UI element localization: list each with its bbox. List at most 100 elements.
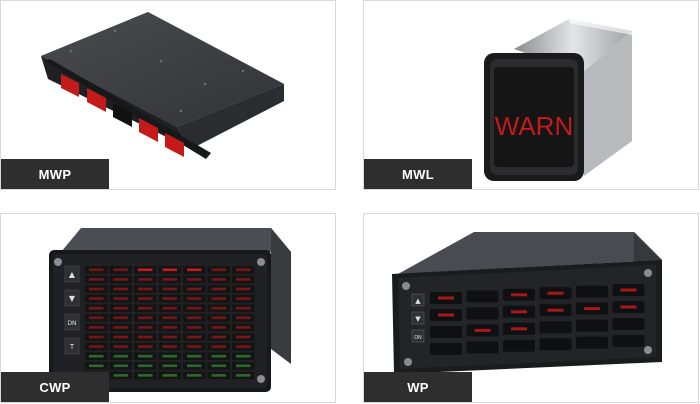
- cwp-cell-light: [113, 364, 128, 368]
- cwp-cell-light: [89, 278, 104, 281]
- cwp-cell-light: [89, 268, 104, 272]
- cwp-cell-light: [162, 335, 177, 339]
- cwp-cell-light: [236, 297, 251, 300]
- wp-indicator-grid: [430, 284, 645, 355]
- cwp-cell-light: [138, 316, 153, 320]
- wp-cell-light: [620, 288, 637, 292]
- wp-cell: [576, 319, 608, 332]
- cwp-cell-light: [138, 364, 153, 368]
- mwl-warn-text: WARN: [495, 111, 573, 141]
- wp-cell-light: [511, 293, 527, 297]
- cwp-cell-light: [236, 364, 251, 368]
- cwp-cell-light: [162, 316, 177, 320]
- cwp-cell-light: [211, 297, 226, 300]
- wp-cell: [430, 326, 462, 338]
- wp-cell: [466, 307, 499, 320]
- wp-key-down: ▼: [415, 315, 421, 323]
- cwp-cell-light: [211, 268, 226, 272]
- cwp-cell-light: [162, 278, 177, 281]
- cwp-cell-light: [211, 316, 226, 320]
- mwp-indicator-2: [87, 88, 106, 112]
- cwp-panel-image: ▲ ▼ DN T: [49, 228, 291, 392]
- cwp-cell-light: [113, 354, 128, 358]
- cwp-cell-light: [138, 306, 153, 310]
- cwp-cell-light: [187, 345, 202, 348]
- product-label-mwp[interactable]: MWP: [1, 159, 109, 189]
- wp-cell: [539, 321, 572, 334]
- cwp-cell-light: [89, 364, 104, 368]
- wp-cell: [576, 285, 608, 298]
- wp-key-up: ▲: [415, 297, 421, 305]
- wp-key-dn: DN: [414, 335, 422, 341]
- wp-cell-light: [547, 291, 564, 295]
- wp-panel-image: ▲ ▼ DN: [392, 232, 662, 374]
- wp-cell-light: [620, 305, 637, 309]
- cwp-cell-light: [138, 297, 153, 300]
- cwp-cell-light: [211, 278, 226, 281]
- cwp-key-up: ▲: [69, 270, 76, 279]
- cwp-cell-light: [113, 278, 128, 281]
- cwp-key-t: T: [69, 343, 75, 351]
- cwp-cell-light: [162, 287, 177, 291]
- cwp-cell-light: [236, 345, 251, 348]
- cwp-cell-light: [211, 345, 226, 348]
- cwp-cell-light: [211, 364, 226, 368]
- cwp-cell-light: [211, 306, 226, 310]
- cwp-cell-light: [187, 354, 202, 358]
- wp-cell-light: [511, 310, 527, 314]
- mwp-panel-image: [41, 12, 284, 159]
- cwp-cell-light: [236, 326, 251, 329]
- wp-cell-light: [547, 308, 564, 312]
- wp-cell-light: [438, 313, 454, 317]
- cwp-cell-light: [113, 287, 128, 291]
- mwp-indicator-1: [61, 74, 79, 97]
- cwp-cell-light: [187, 326, 202, 329]
- product-label-wp[interactable]: WP: [364, 372, 472, 402]
- wp-cell-light: [474, 328, 491, 332]
- cwp-cell-light: [236, 354, 251, 358]
- product-card-cwp[interactable]: ▲ ▼ DN T CWP: [0, 213, 336, 403]
- cwp-cell-light: [236, 268, 251, 272]
- cwp-cell-light: [187, 364, 202, 368]
- cwp-cell-light: [113, 335, 128, 339]
- cwp-cell-light: [187, 297, 202, 300]
- product-card-mwp[interactable]: MWP: [0, 0, 336, 190]
- wp-cell: [539, 338, 572, 351]
- mwl-light-image: WARN: [484, 19, 632, 181]
- cwp-cell-light: [187, 316, 202, 320]
- cwp-cell-light: [138, 287, 153, 291]
- wp-cell: [466, 290, 499, 303]
- cwp-cell-light: [236, 374, 251, 377]
- cwp-cell-light: [236, 316, 251, 320]
- cwp-cell-light: [236, 278, 251, 281]
- cwp-cell-light: [138, 374, 153, 377]
- cwp-cell-light: [187, 278, 202, 281]
- cwp-cell-light: [89, 326, 104, 329]
- product-label-cwp[interactable]: CWP: [1, 372, 109, 402]
- cwp-cell-light: [211, 354, 226, 358]
- cwp-cell-light: [89, 316, 104, 320]
- product-label-mwl[interactable]: MWL: [364, 159, 472, 189]
- cwp-cell-light: [89, 354, 104, 358]
- cwp-cell-light: [187, 374, 202, 377]
- cwp-cell-light: [113, 306, 128, 310]
- product-card-wp[interactable]: ▲ ▼ DN WP: [363, 213, 699, 403]
- cwp-cell-light: [138, 268, 153, 272]
- cwp-cell-light: [162, 326, 177, 329]
- wp-cell-light: [584, 307, 600, 311]
- cwp-cell-light: [236, 287, 251, 291]
- wp-cell-light: [438, 296, 454, 300]
- cwp-cell-light: [162, 374, 177, 377]
- mwp-indicator-dark: [113, 103, 132, 127]
- cwp-cell-light: [113, 268, 128, 272]
- mwp-indicator-4: [165, 133, 184, 157]
- wp-cell: [430, 343, 462, 355]
- cwp-cell-light: [211, 335, 226, 339]
- cwp-cell-light: [236, 306, 251, 310]
- cwp-cell-light: [89, 297, 104, 300]
- cwp-cell-light: [89, 287, 104, 291]
- product-card-mwl[interactable]: WARN MWL: [363, 0, 699, 190]
- wp-cell: [576, 336, 608, 349]
- cwp-cell-light: [138, 335, 153, 339]
- cwp-cell-light: [138, 278, 153, 281]
